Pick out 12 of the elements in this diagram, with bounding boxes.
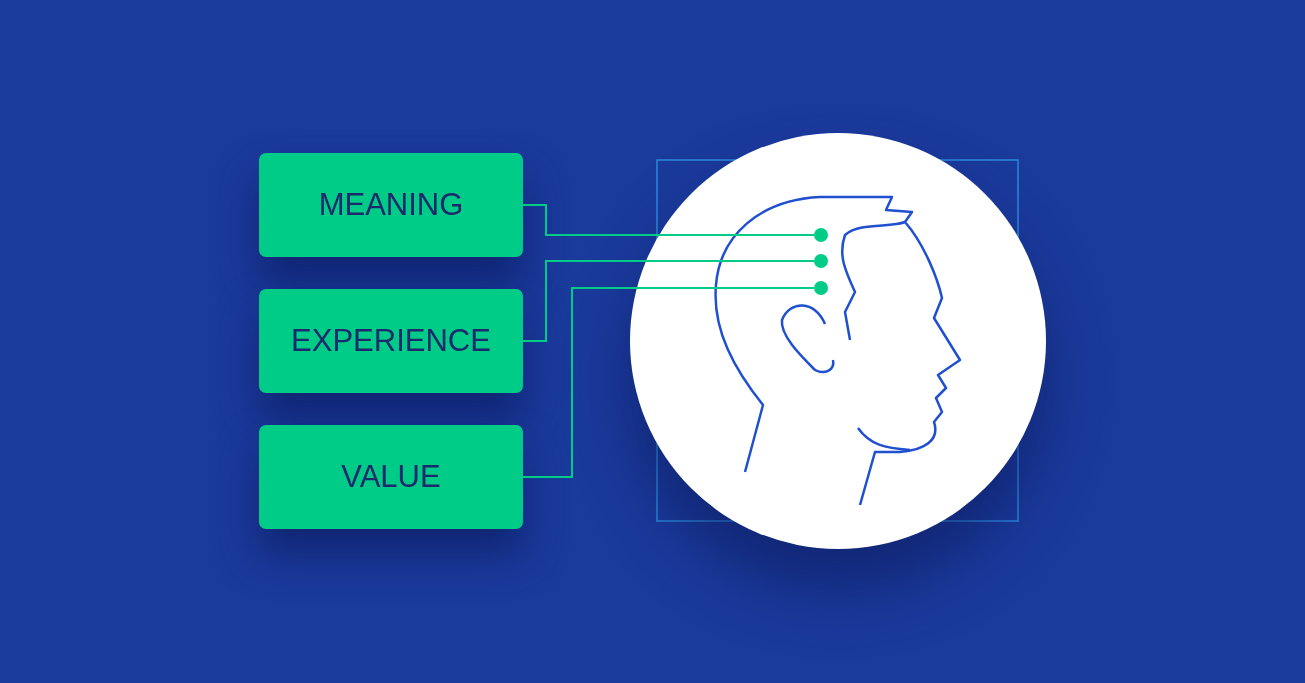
connector-line: [522, 260, 815, 342]
connection-dot: [814, 281, 828, 295]
concept-box: [259, 153, 523, 257]
connection-dot: [814, 228, 828, 242]
concept-box: [259, 289, 523, 393]
connection-dot: [814, 254, 828, 268]
box-label: VALUE: [341, 459, 441, 495]
connector-line: [522, 204, 815, 236]
concept-box: [259, 425, 523, 529]
box-label: MEANING: [318, 187, 464, 223]
connector-line: [522, 287, 815, 478]
box-label: EXPERIENCE: [291, 323, 491, 359]
